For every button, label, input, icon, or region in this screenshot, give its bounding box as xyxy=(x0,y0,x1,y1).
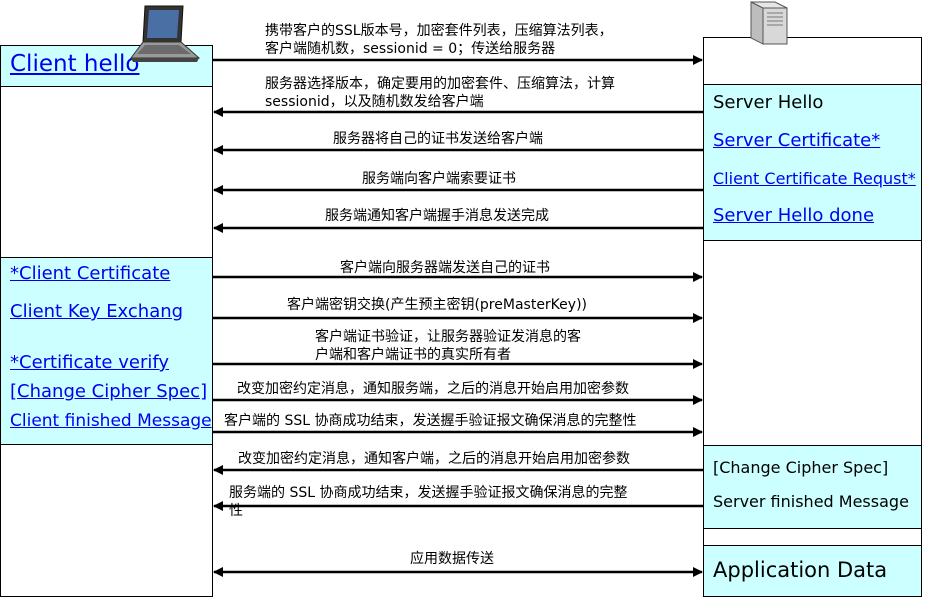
client-certificate-request-label: Client Certificate Requst* xyxy=(713,169,916,188)
server-certificate-label: Server Certificate* xyxy=(713,130,881,151)
certificate-verify-label: *Certificate verify xyxy=(10,352,170,373)
client-key-exchange-panel xyxy=(0,257,213,445)
msg-0-text: 携带客户的SSL版本号，加密套件列表，压缩算法列表，客户端随机数，session… xyxy=(265,23,613,57)
server-change-cipher-label: [Change Cipher Spec] xyxy=(713,458,889,477)
msg-4-text: 服务端通知客户端握手消息发送完成 xyxy=(325,208,549,224)
client-hello-label: Client hello xyxy=(10,51,140,77)
laptop-icon xyxy=(130,5,201,62)
client-finished-label: Client finished Message xyxy=(10,411,212,431)
server-hello-label: Server Hello xyxy=(713,92,824,113)
client-key-exchange-label: Client Key Exchang xyxy=(10,301,184,322)
msg-3-text: 服务端向客户端索要证书 xyxy=(362,171,516,187)
server-finished-panel xyxy=(703,445,922,529)
application-data-label: Application Data xyxy=(713,558,888,582)
application-data-panel xyxy=(703,545,922,597)
server-tower-icon xyxy=(750,1,788,45)
msg-12-text: 应用数据传送 xyxy=(410,551,494,567)
msg-8-text: 改变加密约定消息，通知服务端，之后的消息开始启用加密参数 xyxy=(237,381,629,397)
server-finished-label: Server finished Message xyxy=(713,492,909,511)
msg-10-text: 改变加密约定消息，通知客户端，之后的消息开始启用加密参数 xyxy=(238,451,630,467)
msg-6-text: 客户端密钥交换(产生预主密钥(preMasterKey)) xyxy=(287,297,587,313)
msg-9-text: 客户端的 SSL 协商成功结束，发送握手验证报文确保消息的完整性 xyxy=(224,413,637,429)
server-hello-panel xyxy=(703,84,922,241)
client-certificate-label: *Client Certificate xyxy=(10,263,171,284)
client-change-cipher-label: [Change Cipher Spec] xyxy=(10,381,208,402)
msg-5-text: 客户端向服务器端发送自己的证书 xyxy=(340,260,550,276)
msg-2-text: 服务器将自己的证书发送给客户端 xyxy=(333,131,543,147)
server-hello-done-label: Server Hello done xyxy=(713,205,875,226)
msg-7-text: 客户端证书验证，让服务器验证发消息的客户端和客户端证书的真实所有者 xyxy=(315,329,581,363)
